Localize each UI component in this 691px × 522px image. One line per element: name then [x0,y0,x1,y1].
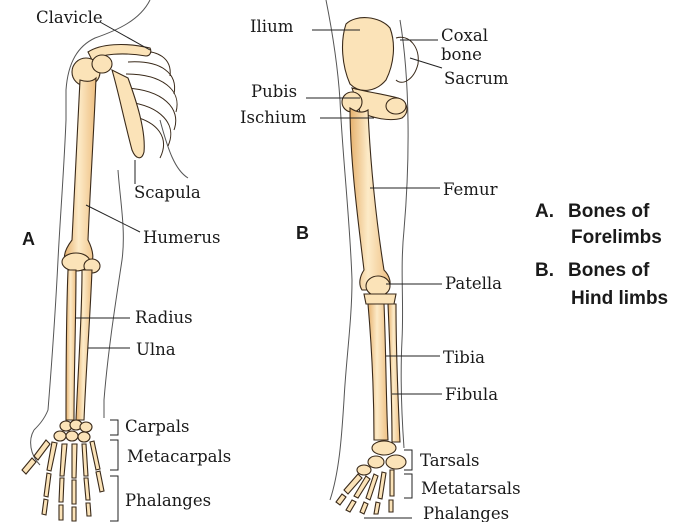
ilium-bone [341,17,395,91]
metacarpal-bones [33,439,101,479]
forelimb-illustration [21,0,189,522]
label-pubis: Pubis [251,82,297,101]
legend-a-key: A. [535,201,554,222]
scapula-bone [111,68,145,159]
label-phalanges-hand: Phalanges [125,491,211,510]
leader-lines-b [306,29,443,519]
label-ischium: Ischium [240,108,307,127]
label-carpals: Carpals [125,417,190,436]
label-tarsals: Tarsals [420,451,480,470]
clavicle-bone [87,44,152,61]
label-patella: Patella [445,274,502,293]
legend-b-line1: Bones of [568,260,650,281]
legend-b-key: B. [535,260,554,281]
label-ilium: Ilium [250,17,294,36]
legend-b-line2: Hind limbs [571,288,668,309]
leader-lines-a [75,21,151,522]
label-metatarsals: Metatarsals [421,479,521,498]
foot-phalanges [335,493,394,515]
ulna-bone [75,269,93,421]
legend-a-line2: Forelimbs [571,227,662,248]
panel-a-letter: A [22,229,35,249]
label-clavicle: Clavicle [36,8,103,27]
label-sacrum: Sacrum [444,69,509,88]
label-scapula: Scapula [134,183,201,202]
radius-bone [65,269,77,421]
label-tibia: Tibia [443,348,485,367]
legend: A. Bones of Forelimbs B. Bones of Hind l… [535,201,668,309]
label-coxal-line1: Coxal [441,26,488,45]
patella-bone [365,275,391,297]
label-humerus: Humerus [143,228,220,247]
legend-a-line1: Bones of [568,201,650,222]
label-radius: Radius [135,308,193,327]
tarsal-bones [356,440,407,476]
femur-bone [349,106,391,291]
label-phalanges-foot: Phalanges [423,504,509,522]
label-coxal-line2: bone [441,45,482,64]
fibula-bone [387,303,401,443]
panel-b-letter: B [296,223,309,243]
label-fibula: Fibula [445,385,498,404]
carpal-bones [53,419,93,443]
label-ulna: Ulna [136,340,176,359]
humerus-bone [63,76,97,263]
metatarsal-bones [343,469,395,501]
hindlimb-illustration [325,0,419,515]
tibia-bone [367,303,389,441]
label-metacarpals: Metacarpals [127,447,231,466]
label-femur: Femur [443,180,498,199]
hand-phalanges [21,457,105,522]
